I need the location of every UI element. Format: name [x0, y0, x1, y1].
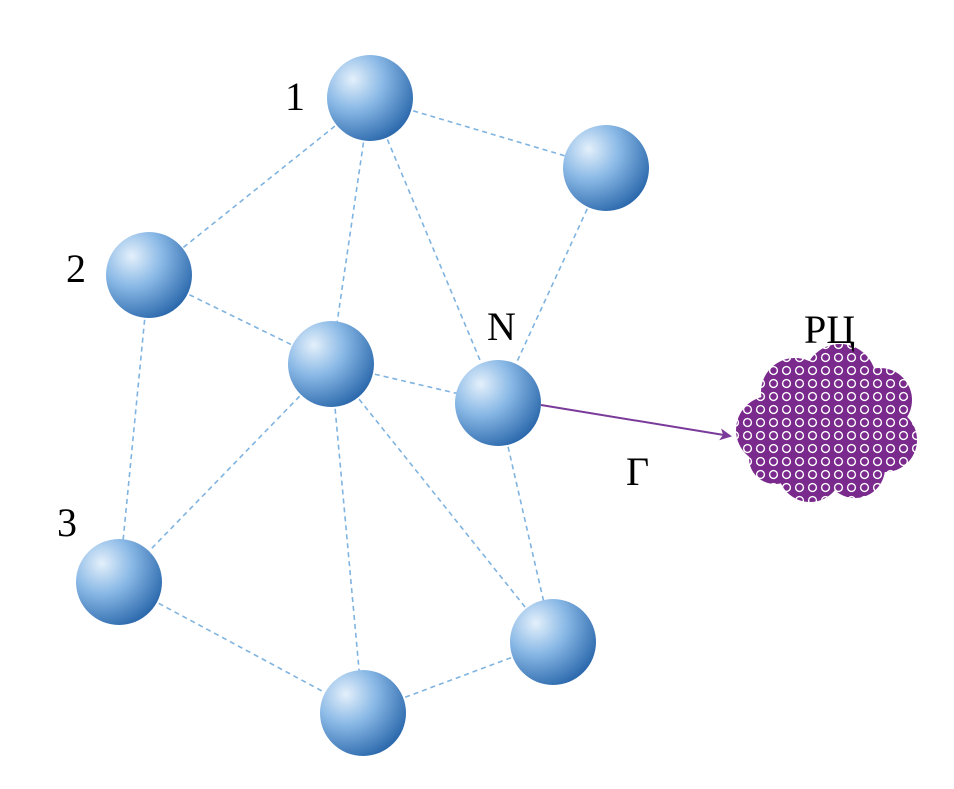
edge-2-center	[148, 274, 332, 365]
edge-1-n	[369, 97, 499, 404]
node-bottom	[320, 670, 406, 756]
edge-top-right-n	[497, 167, 607, 404]
node-top-right	[563, 125, 649, 211]
edge-center-bottom	[330, 363, 364, 714]
node-2-label: 2	[66, 246, 86, 291]
node-1	[327, 55, 413, 141]
node-1-label: 1	[285, 74, 305, 119]
node-3	[76, 539, 162, 625]
link-label: Г	[626, 449, 649, 494]
node-center	[288, 321, 374, 407]
cloud-shape	[736, 344, 917, 502]
edge-1-2	[148, 97, 371, 276]
edge-center-3	[118, 363, 332, 583]
node-n-label: N	[487, 304, 516, 349]
node-2	[106, 232, 192, 318]
node-3-label: 3	[57, 500, 77, 545]
node-n	[455, 360, 541, 446]
nodes	[76, 55, 649, 756]
edge-bottom-bottom-right	[362, 641, 554, 714]
edge-3-bottom	[118, 581, 364, 714]
node-bottom-right	[510, 599, 596, 685]
center-label: РЦ	[804, 307, 855, 352]
edge-2-3	[118, 274, 150, 583]
link-arrow	[540, 404, 732, 441]
